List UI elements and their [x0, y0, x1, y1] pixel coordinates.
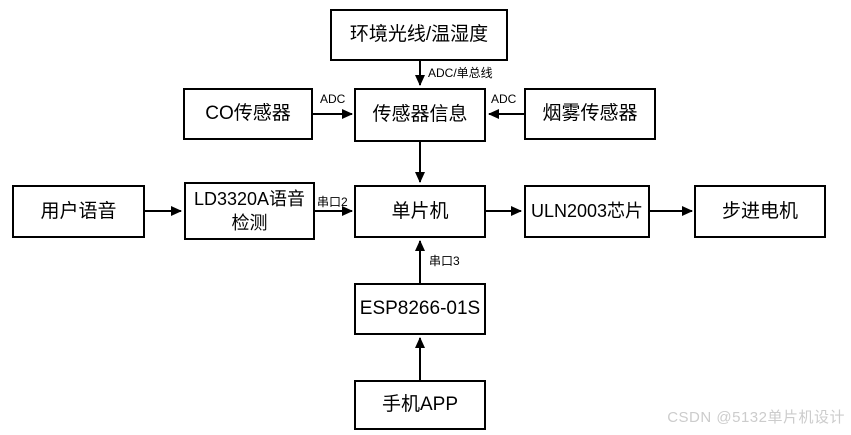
node-phone-app: 手机APP [354, 380, 486, 430]
node-sensor-info: 传感器信息 [354, 88, 486, 142]
node-smoke-sensor: 烟雾传感器 [524, 88, 656, 140]
node-esp8266-01s: ESP8266-01S [354, 283, 486, 335]
node-mcu: 单片机 [354, 185, 486, 238]
node-user-voice: 用户语音 [12, 185, 145, 238]
csdn-watermark: CSDN @5132单片机设计 [667, 409, 845, 426]
node-env-light-temp-humidity: 环境光线/温湿度 [330, 9, 508, 61]
node-uln2003-chip: ULN2003芯片 [524, 185, 650, 238]
edge-label-uart2: 串口2 [317, 195, 348, 209]
node-co-sensor: CO传感器 [183, 88, 313, 140]
edge-label-adc-onewire: ADC/单总线 [428, 66, 493, 80]
edge-label-adc-right: ADC [491, 92, 517, 106]
node-stepper-motor: 步进电机 [694, 185, 826, 238]
edge-label-uart3: 串口3 [429, 254, 460, 268]
edge-label-adc-left: ADC [320, 92, 346, 106]
node-ld3320a-voice-detect: LD3320A语音检测 [184, 182, 315, 240]
